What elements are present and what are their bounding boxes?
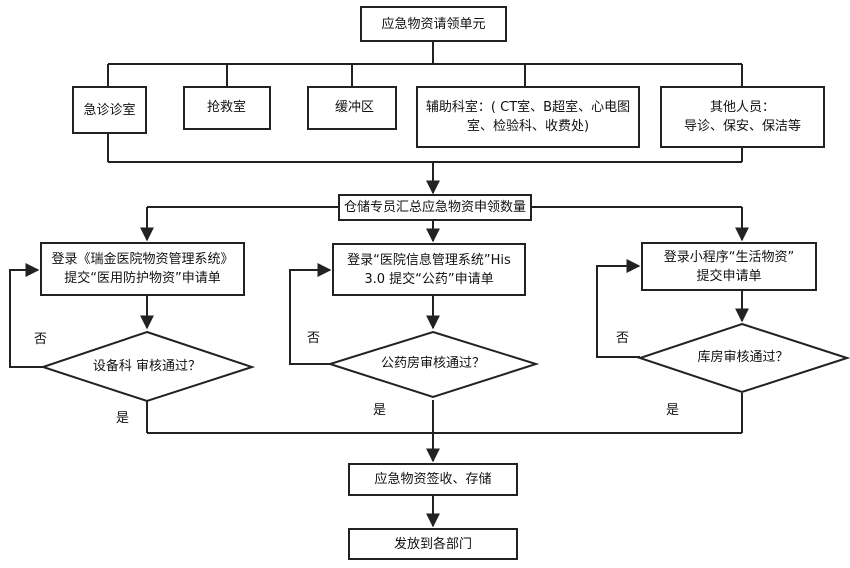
distribute-box: 发放到各部门	[348, 528, 518, 560]
no-loop-3	[596, 259, 641, 358]
login-box-3: 登录小程序“生活物资” 提交申请单	[641, 242, 817, 291]
yes-label-2: 是	[373, 403, 387, 418]
dept-box-rescue: 抢救室	[183, 86, 271, 130]
decision-diamond-1	[39, 330, 256, 403]
decision-label-3: 库房审核通过？	[697, 350, 789, 365]
yes-label-3: 是	[666, 403, 680, 418]
title-box: 应急物资请领单元	[360, 6, 507, 42]
decision-diamond-3	[636, 322, 850, 394]
decision-diamond-2	[326, 330, 540, 399]
summary-box: 仓储专员汇总应急物资申领数量	[338, 194, 532, 221]
no-loop-1	[9, 263, 43, 368]
no-loop-2	[289, 263, 332, 365]
decision-label-2: 公药房审核通过？	[380, 356, 485, 371]
receive-box: 应急物资签收、存储	[348, 463, 518, 496]
decision-label-1: 设备科 审核通过？	[92, 359, 202, 374]
dept-box-others: 其他人员： 导诊、保安、保洁等	[660, 86, 825, 148]
login-box-1: 登录《瑞金医院物资管理系统》 提交“医用防护物资”申请单	[40, 242, 245, 296]
no-label-2: 否	[307, 331, 321, 346]
dept-box-buffer: 缓冲区	[307, 86, 397, 130]
dept-box-auxiliary: 辅助科室：( CT室、B超室、心电图 室、检验科、收费处)	[416, 86, 640, 148]
title-text: 应急物资请领单元	[381, 16, 486, 32]
login-box-2: 登录“医院信息管理系统”His 3.0 提交“公药”申请单	[332, 243, 526, 296]
yes-label-1: 是	[116, 411, 130, 426]
no-label-3: 否	[616, 331, 630, 346]
dept-box-emergency: 急诊诊室	[72, 86, 147, 134]
no-label-1: 否	[34, 332, 48, 347]
